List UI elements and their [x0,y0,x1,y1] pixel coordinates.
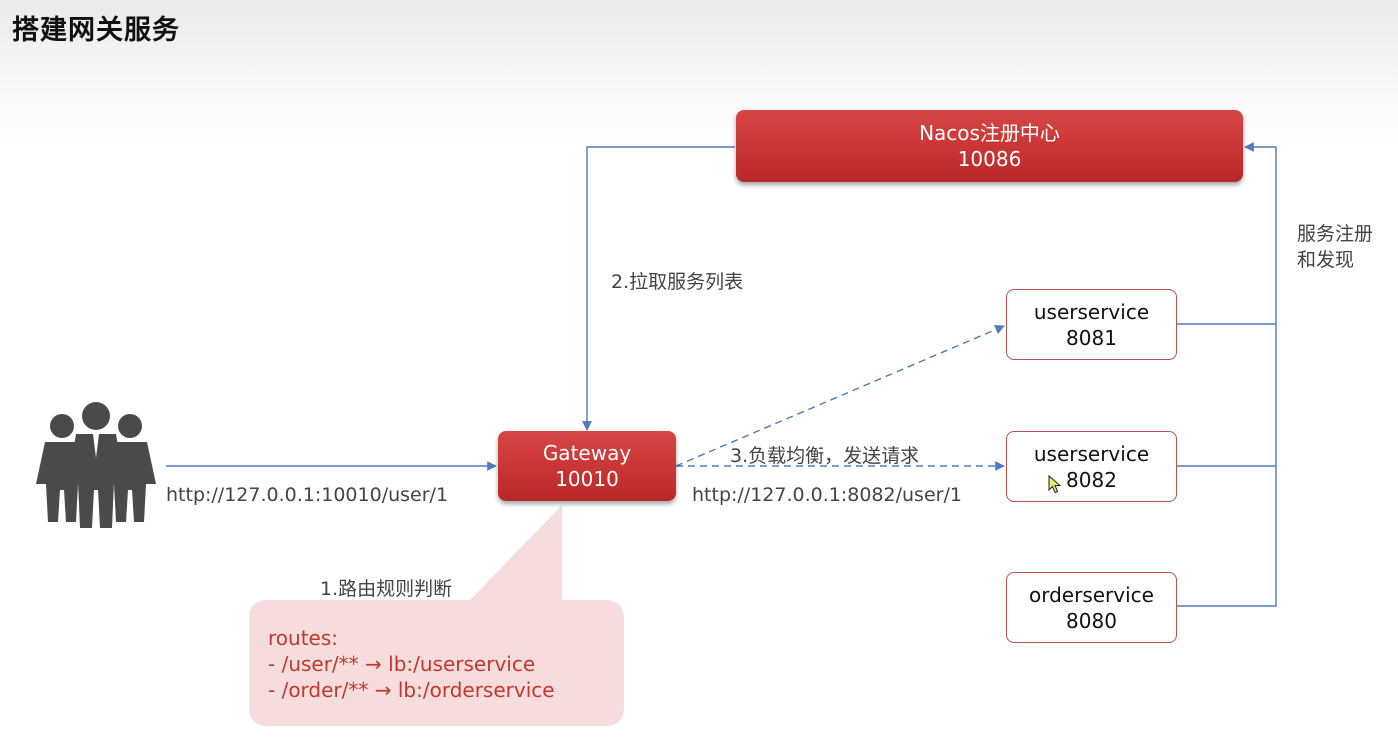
pull-list-label: 2.拉取服务列表 [611,271,744,293]
register-label-line-2: 和发现 [1297,249,1355,271]
gateway-port: 10010 [555,467,619,491]
route-callout-bubble [249,505,624,726]
routes-header: routes: [268,626,338,650]
gateway-name: Gateway [542,441,632,465]
route-line-order: - /order/** → lb:/orderservice [268,678,555,702]
client-url-label: http://127.0.0.1:10010/user/1 [166,484,449,506]
route-line-user: - /user/** → lb:/userservice [268,652,536,676]
mouse-cursor-icon [1048,475,1062,494]
nacos-port: 10086 [957,147,1022,171]
routes-config: routes: - /user/** → lb:/userservice - /… [268,625,555,703]
page-title: 搭建网关服务 [12,15,180,46]
nacos-node: Nacos注册中心 10086 [736,110,1243,182]
register-label: 服务注册 和发现 [1297,221,1373,273]
service-name: userservice [1033,299,1150,324]
service-name: orderservice [1029,582,1154,607]
service-url-label: http://127.0.0.1:8082/user/1 [692,484,962,506]
service-port: 8082 [1066,467,1117,492]
service-node-userservice-8081: userservice 8081 [1006,289,1177,360]
service-node-userservice-8082: userservice 8082 [1006,431,1177,502]
users-icon [36,402,156,528]
register-line-8080 [1177,142,1277,607]
service-port: 8080 [1066,608,1117,633]
route-judge-label: 1.路由规则判断 [320,578,453,600]
register-label-line-1: 服务注册 [1297,223,1374,245]
service-port: 8081 [1066,325,1117,350]
pull-service-list-arrow [582,146,735,431]
service-node-orderservice-8080: orderservice 8080 [1006,572,1177,643]
load-balance-label: 3.负载均衡，发送请求 [730,445,920,467]
nacos-name: Nacos注册中心 [919,121,1060,145]
gateway-node: Gateway 10010 [498,431,676,501]
service-name: userservice [1033,441,1150,466]
